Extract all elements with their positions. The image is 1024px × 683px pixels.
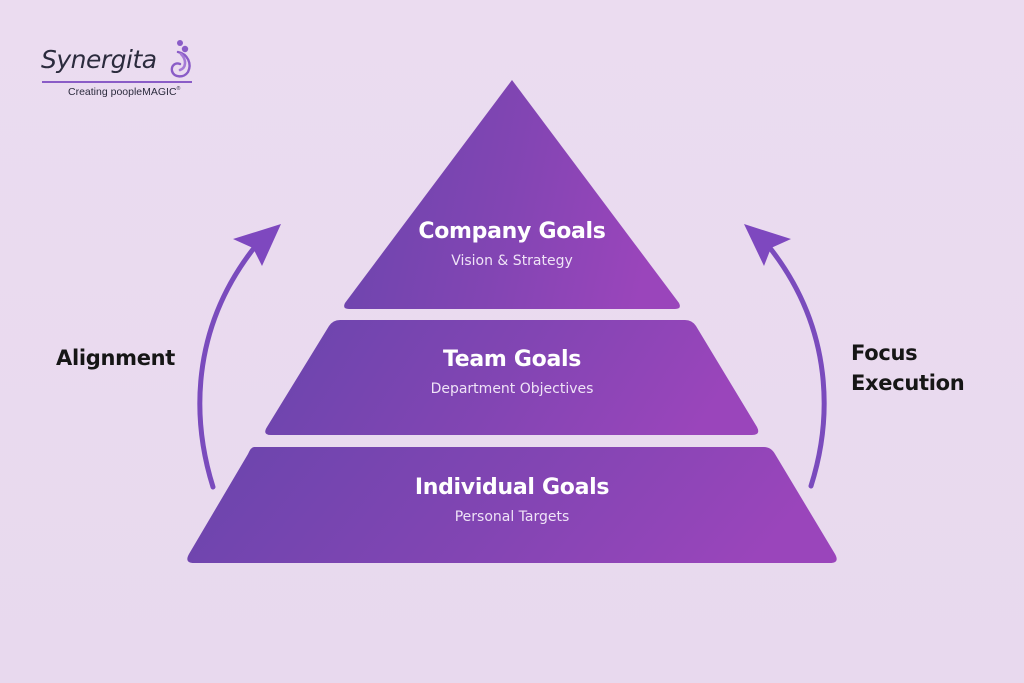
logo-tagline: Creating poopleMAGIC® (68, 86, 181, 98)
tier-company-subtitle: Vision & Strategy (451, 253, 573, 269)
tier-individual-subtitle: Personal Targets (454, 509, 570, 525)
arrow-up-curved-icon (744, 224, 827, 489)
focus-execution-label: Focus Execution (851, 338, 965, 398)
arrow-up-curved-icon (197, 224, 281, 490)
tier-team-subtitle: Department Objectives (430, 381, 594, 397)
focus-label: Focus (851, 341, 918, 365)
tier-team-shape (265, 320, 759, 435)
execution-label: Execution (851, 371, 965, 395)
tier-individual-title: Individual Goals (414, 475, 610, 500)
tier-team-title: Team Goals (442, 347, 582, 372)
tier-company-shape (344, 80, 680, 309)
logo-wordmark: Synergita (41, 45, 157, 74)
logo-divider (42, 81, 192, 83)
synergita-logo: Synergita Creating poopleMAGIC® (40, 38, 200, 100)
tier-individual-shape (187, 447, 837, 563)
alignment-label: Alignment (56, 346, 176, 370)
synergita-figure-icon (170, 40, 191, 78)
tier-company-title: Company Goals (418, 219, 606, 244)
